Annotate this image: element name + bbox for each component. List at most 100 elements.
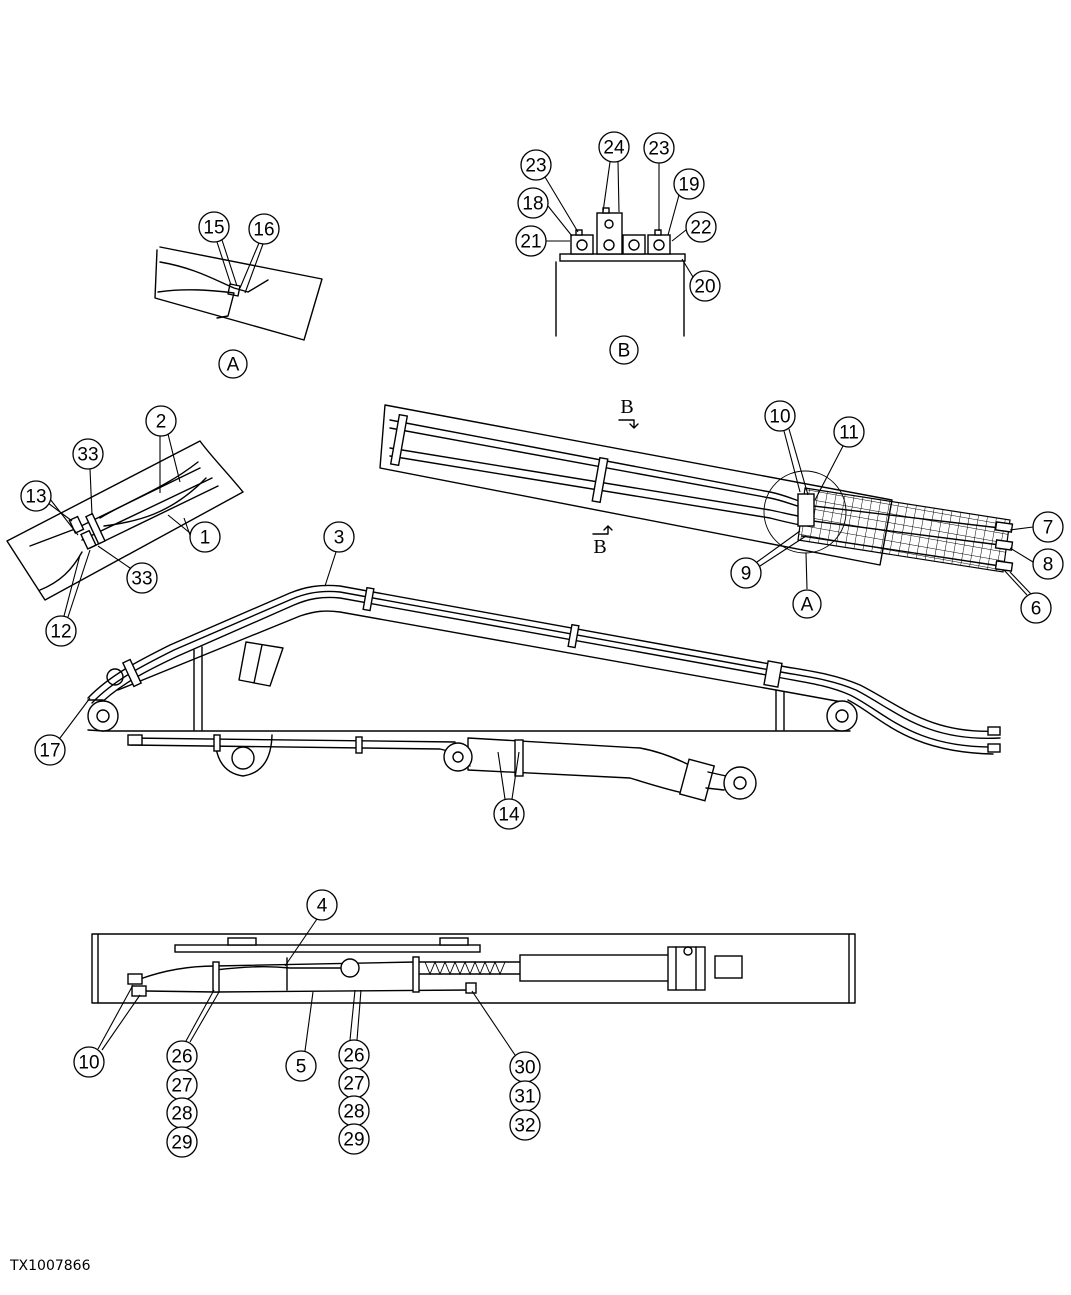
- plate-pad: [227, 937, 257, 946]
- callout-label: 26: [343, 1046, 364, 1067]
- callout-a-ref: A: [792, 589, 822, 619]
- callout-label: 18: [522, 194, 543, 215]
- clamp-block: [570, 234, 594, 255]
- callout-label: 33: [131, 569, 152, 590]
- callout-22: 22: [685, 211, 717, 243]
- callout-29-left: 29: [166, 1126, 198, 1158]
- callout-label: 28: [343, 1102, 364, 1123]
- callout-32: 32: [509, 1109, 541, 1141]
- callout-label: 20: [694, 277, 715, 298]
- callout-3: 3: [323, 521, 355, 553]
- boom-hose-clamp: [362, 586, 375, 612]
- boom-end-hose-curve: [99, 461, 199, 519]
- hose-fitting: [127, 973, 143, 985]
- callout-b: B: [609, 335, 639, 365]
- boom-hose-clamp: [567, 623, 580, 649]
- section-label-top: B: [620, 396, 633, 418]
- cylinder-eye: [723, 766, 757, 800]
- boom-hose-clamp: [763, 660, 783, 688]
- callout-label: 6: [1031, 599, 1042, 620]
- line-clamp-ring: [340, 958, 360, 978]
- arm-side-hose: [214, 965, 351, 971]
- callout-label: 27: [343, 1074, 364, 1095]
- callout-31: 31: [509, 1080, 541, 1112]
- callout-label: A: [227, 355, 240, 376]
- callout-30: 30: [509, 1051, 541, 1083]
- callout-label: 30: [514, 1058, 535, 1079]
- callout-label: 16: [253, 220, 274, 241]
- detail-b-boom-section: [555, 261, 685, 337]
- callout-label: 5: [296, 1057, 307, 1078]
- hose-clamp: [412, 956, 420, 993]
- hose-clamp: [212, 961, 220, 993]
- boom-foot-pin: [87, 700, 119, 732]
- callout-1: 1: [189, 521, 221, 553]
- boom-lug: [214, 734, 273, 777]
- clamp: [85, 512, 106, 545]
- arm-side-hose: [139, 961, 416, 980]
- callout-label: 8: [1043, 555, 1054, 576]
- callout-label: 29: [171, 1133, 192, 1154]
- callout-13: 13: [20, 480, 52, 512]
- callout-28-mid: 28: [338, 1095, 370, 1127]
- callout-12: 12: [45, 615, 77, 647]
- hose-fitting: [994, 560, 1014, 572]
- arm-side-plate: [174, 944, 481, 953]
- callout-26-mid: 26: [338, 1039, 370, 1071]
- arm-hose: [804, 519, 1001, 546]
- arm-side-outline: [91, 933, 856, 1004]
- callout-label: 10: [78, 1053, 99, 1074]
- section-arrow-top: [618, 419, 639, 429]
- pipe-clamp: [389, 413, 409, 467]
- detail-a-hose-lower: [157, 289, 235, 319]
- detail-b-view: [544, 161, 694, 337]
- line-clamp: [213, 734, 221, 752]
- hose-fitting: [131, 985, 147, 997]
- hose-fitting: [994, 539, 1014, 551]
- callout-label: A: [801, 595, 814, 616]
- section-label-bottom: B: [593, 536, 606, 558]
- rod-thread: [424, 960, 506, 976]
- callout-label: 14: [498, 805, 520, 826]
- callout-label: 11: [839, 423, 859, 444]
- boom-hose: [91, 590, 1001, 740]
- callout-26-left: 26: [166, 1040, 198, 1072]
- boom-under-line: [129, 737, 471, 767]
- detail-b-bracket-plate: [559, 253, 686, 262]
- line-clamp: [355, 736, 363, 754]
- boom-end-hose: [89, 485, 219, 549]
- callout-18: 18: [517, 187, 549, 219]
- hose-clamp: [797, 493, 815, 527]
- arm-hose: [804, 504, 1001, 529]
- callout-label: 32: [514, 1116, 535, 1137]
- callout-24: 24: [598, 131, 630, 163]
- callout-label: 19: [678, 175, 699, 196]
- callout-11: 11: [833, 416, 865, 448]
- callout-23-left: 23: [520, 149, 552, 181]
- cylinder-head: [667, 946, 706, 991]
- boom-hose: [847, 699, 994, 755]
- boom-view: [59, 551, 1001, 802]
- callout-label: 3: [334, 528, 345, 549]
- clamp-block: [647, 234, 671, 255]
- callout-label: 21: [520, 232, 541, 253]
- callout-14: 14: [493, 798, 525, 830]
- document-id: TX1007866: [9, 1258, 91, 1274]
- callout-33-top: 33: [72, 438, 104, 470]
- hose-end-fitting: [987, 743, 1001, 753]
- arm-detail-outline: [379, 404, 893, 566]
- callout-label: 22: [690, 218, 711, 239]
- boom-web: [193, 646, 785, 731]
- callout-4: 4: [306, 889, 338, 921]
- callout-15: 15: [198, 211, 230, 243]
- section-arrow-bottom: [592, 525, 613, 535]
- callout-33-bottom: 33: [126, 562, 158, 594]
- callout-label: 15: [203, 218, 224, 239]
- hose-clamp: [465, 982, 477, 994]
- boom-hose: [95, 596, 996, 748]
- callout-7: 7: [1032, 511, 1064, 543]
- cylinder-head: [678, 758, 716, 802]
- callout-28-left: 28: [166, 1097, 198, 1129]
- detail-a-hose-upper: [159, 261, 269, 293]
- callout-label: 17: [39, 741, 60, 762]
